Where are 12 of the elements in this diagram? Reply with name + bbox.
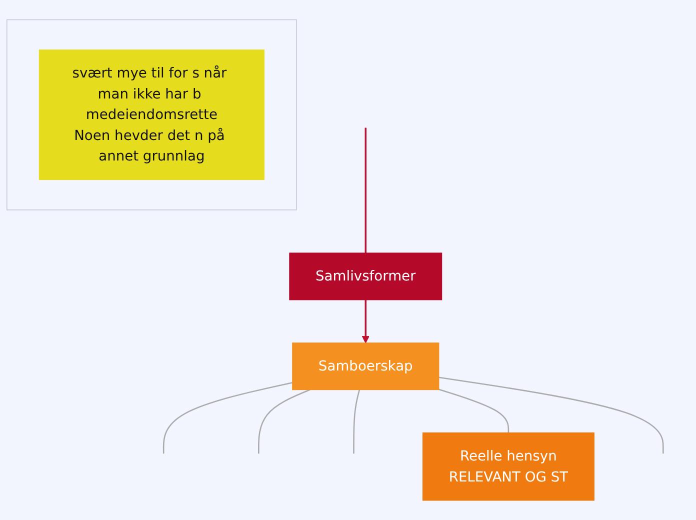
node-box: svært mye til for s når man ikke har b medeiendomsrette Noen hevder det n på annet grunnlag <box>38 50 264 180</box>
connector <box>364 128 366 254</box>
node-box: Samboerskap <box>292 342 440 390</box>
connector <box>162 382 293 454</box>
node-box: Reelle hensyn RELEVANT OG ST <box>422 432 594 501</box>
arrow <box>362 300 370 344</box>
connector <box>438 388 510 433</box>
connector <box>258 389 310 454</box>
connector <box>353 390 360 454</box>
connector <box>438 376 664 454</box>
cluster <box>6 19 297 210</box>
node-box: Samlivsformer <box>289 252 442 300</box>
